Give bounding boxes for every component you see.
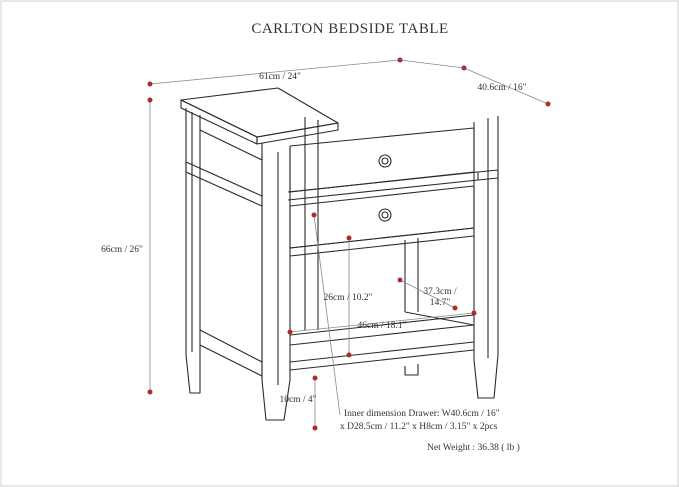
label-depth: 40.6cm / 16"	[478, 83, 527, 93]
note-inner-drawer-line1: Inner dimension Drawer: W40.6cm / 16"	[344, 409, 500, 419]
label-shelf-depth-line2: 14.7"	[430, 298, 451, 308]
dim-shelf-depth-line	[399, 279, 456, 309]
table-top	[180, 87, 339, 138]
label-leg-height: 10cm / 4"	[279, 395, 316, 405]
label-width: 61cm / 24"	[259, 72, 301, 82]
inner-drawer-leader-line	[313, 214, 341, 416]
dim-width-line	[149, 59, 401, 85]
lower-drawer-knob-icon	[378, 208, 392, 222]
label-shelf-depth-line1: 37.3cm /	[423, 287, 457, 297]
dim-shelf-width-line	[289, 312, 475, 333]
diagram-title: CARLTON BEDSIDE TABLE	[251, 21, 448, 37]
dim-depth-line	[463, 67, 549, 105]
label-shelf-opening-height: 26cm / 10.2"	[324, 293, 373, 303]
upper-drawer	[289, 127, 475, 193]
dimension-lines	[149, 59, 549, 428]
table-top-edge	[180, 99, 258, 145]
upper-drawer-knob-icon	[378, 154, 392, 168]
table-outline	[180, 87, 499, 421]
note-inner-drawer-line2: x D28.5cm / 11.2" x H8cm / 3.15" x 2pcs	[340, 422, 498, 432]
label-height: 66cm / 26"	[101, 245, 143, 255]
bottom-shelf	[289, 341, 475, 363]
label-shelf-width: 46cm / 18.1"	[358, 321, 407, 331]
knobs	[378, 154, 392, 222]
dimension-markers	[147, 57, 551, 431]
net-weight: Net Weight : 36.38 ( lb )	[427, 442, 520, 453]
